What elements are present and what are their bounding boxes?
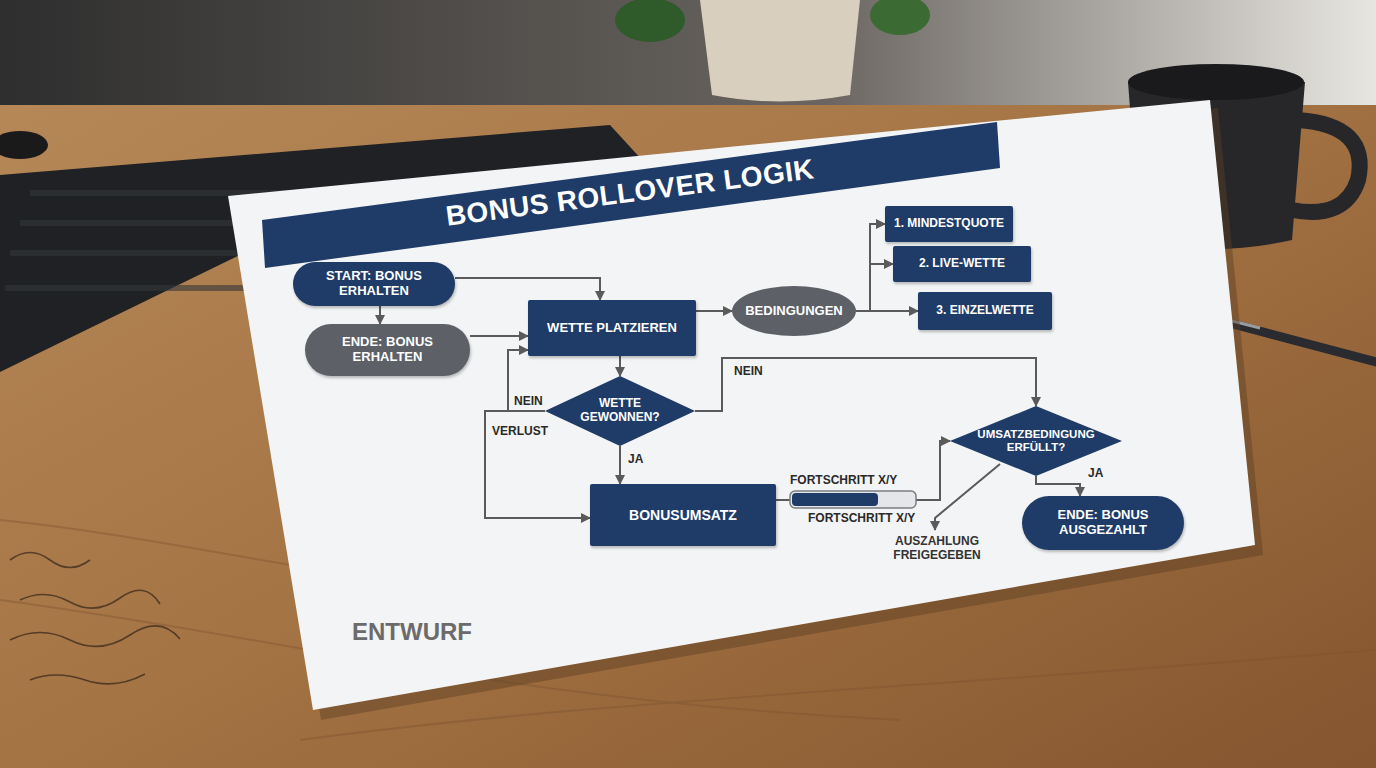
node-text-group: 1. MINDESTQUOTE	[894, 217, 1004, 231]
node-label: ENDE: BONUS ERHALTEN	[319, 335, 456, 365]
node-text-group: ENDE: BONUS ERHALTEN	[319, 335, 456, 365]
decision-diamond: UMSATZBEDINGUNG ERFÜLLT?	[950, 406, 1122, 476]
flow-connector	[470, 335, 528, 337]
flow-connector	[619, 446, 621, 484]
node-label: BEDINGUNGEN	[745, 304, 843, 319]
flow-connector	[696, 310, 732, 312]
condition-box: 2. LIVE-WETTE	[893, 246, 1031, 282]
diamond-shape	[950, 406, 1122, 476]
leader-arrow	[935, 464, 1000, 530]
node-text-group: UMSATZBEDINGUNG ERFÜLLT?	[974, 428, 1098, 454]
edge-label: NEIN	[734, 364, 763, 378]
handwritten-scribble	[10, 553, 180, 684]
plant-leaf	[870, 0, 930, 35]
decision-diamond: WETTE GEWONNEN?	[545, 376, 695, 446]
node-label: UMSATZBEDINGUNG ERFÜLLT?	[974, 428, 1098, 454]
node-label: BONUSUMSATZ	[629, 507, 737, 523]
progress-label: FORTSCHRITT X/Y	[790, 473, 930, 487]
flow-connector	[485, 411, 590, 518]
flow-connector	[856, 264, 893, 311]
mouse	[0, 131, 48, 159]
flow-connector	[1036, 476, 1080, 496]
progress-label: FORTSCHRITT X/Y	[808, 511, 928, 525]
watermark: ENTWURF	[352, 618, 532, 646]
flow-connector	[856, 224, 885, 311]
end-terminal: ENDE: BONUS AUSGEZAHLT	[1022, 496, 1184, 550]
process-box: WETTE PLATZIEREN	[528, 300, 696, 356]
edge-label: VERLUST	[492, 424, 548, 438]
edge-label: JA	[628, 452, 643, 466]
end-terminal: ENDE: BONUS ERHALTEN	[305, 324, 470, 376]
flow-connector	[379, 306, 381, 324]
flow-connector	[695, 358, 1036, 411]
diamond-shape	[545, 376, 695, 446]
flow-connector	[776, 441, 950, 500]
plant-leaf	[615, 0, 685, 42]
condition-box: 1. MINDESTQUOTE	[885, 206, 1013, 242]
node-text-group: ENDE: BONUS AUSGEZAHLT	[1036, 508, 1170, 538]
paper-sheet	[228, 100, 1255, 710]
flow-connector	[455, 278, 600, 300]
node-label: WETTE GEWONNEN?	[566, 397, 674, 425]
flow-connector	[508, 350, 545, 411]
condition-ellipse: BEDINGUNGEN	[732, 286, 856, 336]
node-text-group: BEDINGUNGEN	[745, 304, 843, 319]
edge-label: NEIN	[514, 394, 543, 408]
note-text: AUSZAHLUNG FREIGEGEBEN	[872, 534, 1002, 562]
flow-connector	[856, 310, 918, 312]
node-label: ENDE: BONUS AUSGEZAHLT	[1036, 508, 1170, 538]
plant-pot	[700, 0, 860, 102]
title-band	[262, 122, 1000, 268]
node-text-group: 2. LIVE-WETTE	[919, 257, 1005, 271]
condition-box: 3. EINZELWETTE	[918, 292, 1052, 330]
mug-rim	[1128, 64, 1304, 100]
progress-bar-track	[790, 491, 916, 508]
node-text-group: BONUSUMSATZ	[629, 507, 737, 523]
node-text-group: 3. EINZELWETTE	[936, 304, 1033, 318]
start-terminal: START: BONUS ERHALTEN	[293, 262, 455, 306]
node-text-group: START: BONUS ERHALTEN	[307, 269, 441, 299]
node-label: WETTE PLATZIEREN	[547, 321, 677, 336]
flow-connector	[619, 356, 621, 376]
node-label: 1. MINDESTQUOTE	[894, 217, 1004, 231]
node-text-group: WETTE GEWONNEN?	[566, 397, 674, 425]
background-wall	[0, 0, 1376, 105]
progress-bar-fill	[792, 493, 878, 506]
mug-handle	[1292, 120, 1360, 212]
node-label: START: BONUS ERHALTEN	[307, 269, 441, 299]
node-text-group: WETTE PLATZIEREN	[547, 321, 677, 336]
ellipse-shape	[732, 286, 856, 336]
node-label: 2. LIVE-WETTE	[919, 257, 1005, 271]
process-box: BONUSUMSATZ	[590, 484, 776, 546]
edge-label: JA	[1088, 466, 1103, 480]
node-label: 3. EINZELWETTE	[936, 304, 1033, 318]
